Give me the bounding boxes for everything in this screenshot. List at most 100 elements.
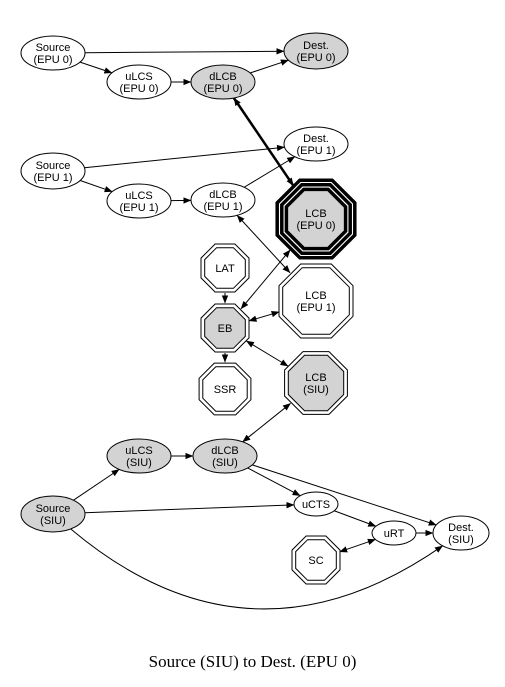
edge-source-siu-to-ucts bbox=[84, 501, 295, 514]
edge-eb-to-lcb-siu bbox=[246, 340, 289, 367]
node-lcb-epu1: LCB(EPU 1) bbox=[278, 263, 354, 339]
edge-dlcb-siu-to-ucts bbox=[247, 467, 301, 497]
node-label: (EPU 1) bbox=[33, 172, 72, 184]
node-shape bbox=[432, 515, 490, 551]
node-sc: SC bbox=[291, 535, 341, 585]
node-label: (EPU 0) bbox=[203, 83, 242, 95]
node-label: Dest. bbox=[303, 40, 329, 52]
node-label: LCB bbox=[305, 290, 326, 302]
node-label: uRT bbox=[384, 528, 405, 540]
node-source-siu: Source(SIU) bbox=[20, 495, 86, 533]
dependency-diagram: Source(EPU 0)uLCS(EPU 0)dLCB(EPU 0)Dest.… bbox=[20, 32, 490, 610]
node-label: uLCS bbox=[125, 445, 153, 457]
node-dest-siu: Dest.(SIU) bbox=[432, 515, 490, 551]
node-label: (EPU 1) bbox=[203, 201, 242, 213]
node-ucts: uCTS bbox=[293, 491, 339, 517]
node-shape bbox=[293, 491, 339, 517]
edge-ucts-to-urt bbox=[334, 510, 377, 527]
node-label: (EPU 1) bbox=[296, 302, 335, 314]
node-dlcb-epu1: dLCB(EPU 1) bbox=[190, 182, 256, 218]
node-label: LCB bbox=[305, 208, 326, 220]
node-label: (SIU) bbox=[126, 457, 152, 469]
node-ssr: SSR bbox=[198, 362, 252, 416]
node-label: Dest. bbox=[448, 522, 474, 534]
node-label: EB bbox=[218, 323, 233, 335]
node-label: Dest. bbox=[303, 133, 329, 145]
node-label: dLCB bbox=[211, 445, 239, 457]
node-shape bbox=[20, 152, 86, 190]
node-label: dLCB bbox=[209, 71, 237, 83]
node-shape bbox=[20, 35, 86, 71]
diagram-caption: Source (SIU) to Dest. (EPU 0) bbox=[148, 652, 357, 671]
edge-source-epu0-to-dest-epu0 bbox=[84, 48, 285, 55]
node-label: uLCS bbox=[125, 190, 153, 202]
edges-layer bbox=[70, 48, 443, 610]
node-dest-epu0: Dest.(EPU 0) bbox=[283, 32, 349, 70]
node-shape bbox=[192, 438, 258, 474]
node-eb: EB bbox=[200, 303, 250, 353]
edge-source-siu-to-dest-siu bbox=[70, 528, 443, 610]
node-label: uLCS bbox=[125, 71, 153, 83]
node-lat: LAT bbox=[200, 243, 250, 293]
node-label: LAT bbox=[215, 263, 235, 275]
edge-dlcb-epu0-to-lcb-epu0 bbox=[232, 97, 295, 187]
edge-source-epu0-to-ulcs-epu0 bbox=[79, 61, 113, 74]
node-shape bbox=[106, 438, 172, 474]
node-lcb-epu0: LCB(EPU 0) bbox=[275, 178, 357, 260]
node-shape bbox=[283, 32, 349, 70]
edge-source-epu1-to-ulcs-epu1 bbox=[80, 180, 113, 193]
edge-source-siu-to-ulcs-siu bbox=[73, 468, 120, 501]
node-ulcs-epu0: uLCS(EPU 0) bbox=[106, 64, 172, 100]
node-label: (EPU 0) bbox=[119, 83, 158, 95]
node-shape bbox=[190, 182, 256, 218]
node-shape bbox=[106, 183, 172, 219]
node-dest-epu1: Dest.(EPU 1) bbox=[283, 126, 349, 162]
node-urt: uRT bbox=[371, 520, 417, 546]
node-label: (SIU) bbox=[303, 384, 329, 396]
node-label: (EPU 0) bbox=[296, 220, 335, 232]
node-ring bbox=[204, 307, 246, 349]
edge-eb-to-lcb-epu0 bbox=[240, 249, 291, 310]
node-label: (EPU 0) bbox=[296, 52, 335, 64]
node-shape bbox=[190, 64, 256, 100]
node-label: (EPU 0) bbox=[33, 54, 72, 66]
node-label: uCTS bbox=[302, 499, 330, 511]
node-shape bbox=[20, 495, 86, 533]
node-ring bbox=[202, 366, 248, 412]
node-ring bbox=[204, 247, 246, 289]
node-lcb-siu: LCB(SIU) bbox=[284, 351, 348, 415]
edge-dlcb-epu1-to-dest-epu1 bbox=[243, 156, 296, 188]
node-label: (SIU) bbox=[212, 457, 238, 469]
node-label: dLCB bbox=[209, 189, 237, 201]
node-ulcs-epu1: uLCS(EPU 1) bbox=[106, 183, 172, 219]
node-label: (EPU 1) bbox=[296, 145, 335, 157]
node-label: SC bbox=[308, 555, 323, 567]
node-label: (SIU) bbox=[40, 515, 66, 527]
node-dlcb-siu: dLCB(SIU) bbox=[192, 438, 258, 474]
node-label: Source bbox=[36, 160, 71, 172]
node-label: (EPU 1) bbox=[119, 202, 158, 214]
node-ring bbox=[287, 354, 345, 412]
edge-source-epu1-to-dest-epu1 bbox=[84, 144, 285, 169]
edge-dlcb-siu-to-dest-siu bbox=[252, 464, 437, 526]
node-ring bbox=[284, 187, 348, 251]
edge-sc-to-urt bbox=[339, 538, 376, 553]
node-label: LCB bbox=[305, 372, 326, 384]
node-shape bbox=[371, 520, 417, 546]
edge-dlcb-siu-to-lcb-siu bbox=[242, 403, 291, 443]
node-ulcs-siu: uLCS(SIU) bbox=[106, 438, 172, 474]
edge-dlcb-epu0-to-dest-epu0 bbox=[249, 59, 289, 74]
node-ring bbox=[282, 267, 350, 335]
node-label: Source bbox=[36, 42, 71, 54]
node-source-epu1: Source(EPU 1) bbox=[20, 152, 86, 190]
node-shape bbox=[106, 64, 172, 100]
nodes-layer: Source(EPU 0)uLCS(EPU 0)dLCB(EPU 0)Dest.… bbox=[20, 32, 490, 585]
edge-eb-to-lcb-epu1 bbox=[248, 311, 280, 322]
node-dlcb-epu0: dLCB(EPU 0) bbox=[190, 64, 256, 100]
node-label: Source bbox=[36, 503, 71, 515]
node-shape bbox=[283, 126, 349, 162]
node-label: (SIU) bbox=[448, 534, 474, 546]
node-label: SSR bbox=[214, 384, 237, 396]
node-ring bbox=[295, 539, 337, 581]
node-source-epu0: Source(EPU 0) bbox=[20, 35, 86, 71]
